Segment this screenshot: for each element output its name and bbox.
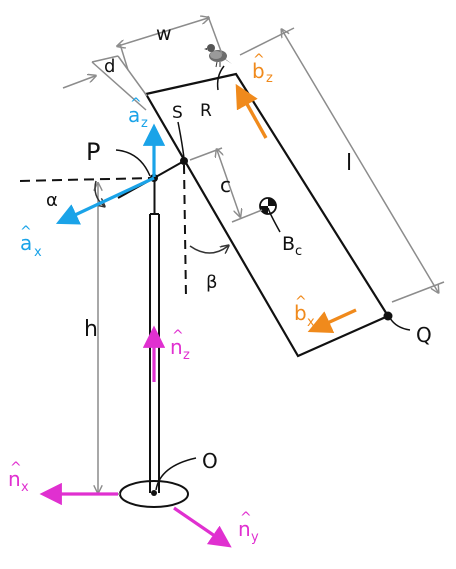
label-w: w [156,23,172,45]
label-c: c [220,173,231,197]
n-y-arrow [173,506,232,548]
label-r: R [200,101,212,121]
label-d: d [104,56,115,77]
svg-text:z: z [183,348,190,363]
svg-text:y: y [251,530,259,545]
leader-p [115,149,151,177]
svg-text:^: ^ [130,96,142,112]
bird-icon [204,44,232,68]
label-p: P [86,138,100,166]
b-x-arrow [307,308,357,333]
dimension-w [118,16,223,71]
svg-text:a: a [20,231,32,255]
arm-p-to-s [153,160,185,179]
dimension-c [189,148,263,223]
mass-center-icon [259,197,277,215]
label-s: S [172,103,183,123]
beta-arc [189,246,228,253]
svg-text:z: z [141,116,148,131]
leader-q [389,317,411,331]
svg-text:b: b [252,59,265,83]
svg-text:n: n [170,335,183,359]
label-n-z: ^ n z [170,328,190,363]
leader-r [216,65,225,91]
label-alpha: α [46,190,58,211]
svg-text:^: ^ [295,294,307,310]
svg-text:^: ^ [10,460,22,476]
dimension-l [239,28,445,303]
svg-text:^: ^ [253,52,265,68]
svg-text:^: ^ [172,328,184,344]
horizontal-reference-line [19,177,153,182]
label-n-x: ^ n x [8,460,29,495]
label-o: O [202,449,218,473]
svg-text:n: n [238,517,251,541]
label-h: h [84,317,98,342]
label-n-y: ^ n y [238,510,259,545]
svg-text:n: n [8,467,21,491]
svg-text:^: ^ [20,224,32,240]
svg-text:^: ^ [240,510,252,526]
svg-text:a: a [128,103,140,127]
label-bc: Bc [282,233,302,259]
leader-s [177,121,185,159]
point-s-dot [180,157,188,165]
svg-text:z: z [266,71,273,86]
vertical-reference-line [183,164,187,299]
svg-text:x: x [34,245,42,260]
b-z-arrow [235,83,268,139]
label-q: Q [416,323,432,347]
label-b-x: ^ b x [294,294,315,330]
dimension-d [62,55,148,111]
a-x-arrow [55,176,155,225]
svg-text:x: x [307,315,315,330]
label-b-z: ^ b z [252,52,273,86]
leader-bc [267,207,281,233]
svg-text:x: x [21,480,29,495]
svg-text:b: b [294,301,307,325]
vertical-pole [149,178,160,493]
label-l: l [346,151,352,176]
label-a-z: ^ a z [128,96,148,131]
leader-o [155,457,197,491]
point-o-dot [151,490,157,496]
alpha-arc [94,180,104,206]
label-beta: β [206,272,218,293]
label-a-x: ^ a x [20,224,42,260]
